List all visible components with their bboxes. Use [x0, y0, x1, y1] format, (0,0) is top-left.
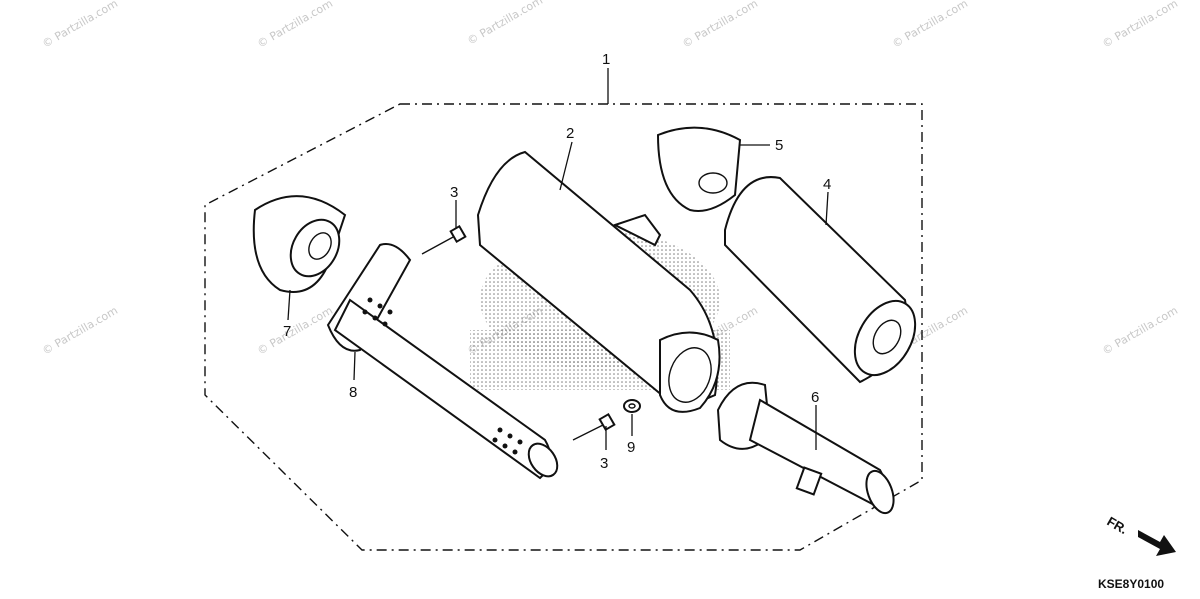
assembly-outline	[204, 103, 923, 551]
callout-8: 8	[349, 384, 357, 401]
watermark: © Partzilla.com	[680, 0, 760, 51]
part-4-packing	[724, 176, 917, 384]
watermark: © Partzilla.com	[890, 0, 970, 51]
callout-3-lower: 3	[600, 455, 608, 472]
part-9-washer	[623, 399, 641, 413]
watermark: © Partzilla.com	[465, 0, 545, 48]
diagram-code: KSE8Y0100	[1098, 577, 1164, 591]
callout-9: 9	[627, 439, 635, 456]
callout-7: 7	[283, 323, 291, 340]
part-7-end-cap	[252, 195, 347, 293]
part-2-muffler-body	[476, 150, 721, 413]
callout-4: 4	[823, 176, 831, 193]
part-6-joint-pipe	[716, 381, 895, 515]
callout-6: 6	[811, 389, 819, 406]
callout-1: 1	[602, 51, 610, 68]
watermark: © Partzilla.com	[255, 0, 335, 51]
part-3-rivet-lower	[572, 412, 616, 441]
front-label: FR.	[1105, 514, 1131, 537]
watermark: © Partzilla.com	[1100, 0, 1180, 51]
watermark: © Partzilla.com	[255, 304, 335, 358]
part-3-rivet-upper	[421, 224, 467, 255]
front-arrow-icon	[1138, 530, 1176, 556]
watermark: © Partzilla.com	[40, 0, 120, 51]
part-8-inner-pipe	[326, 243, 559, 480]
watermark: © Partzilla.com	[40, 304, 120, 358]
front-direction-indicator: FR.	[1105, 514, 1176, 556]
leader-lines	[287, 68, 829, 450]
watermark: © Partzilla.com	[1100, 304, 1180, 358]
callout-3-upper: 3	[450, 184, 458, 201]
callouts: 1 2 3 3 4 5 6 7 8 9	[283, 51, 831, 472]
callout-5: 5	[775, 137, 783, 154]
callout-2: 2	[566, 125, 574, 142]
part-5-foam-piece	[656, 126, 742, 212]
